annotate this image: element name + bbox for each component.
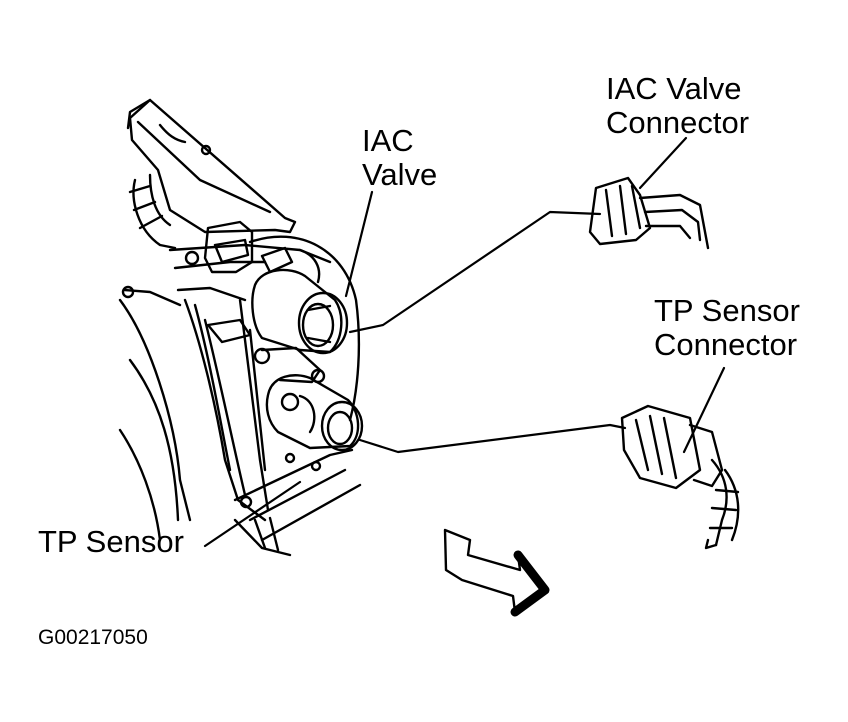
tp-sensor-connector-part bbox=[620, 404, 740, 550]
direction-arrow bbox=[443, 528, 550, 617]
iac-valve-connector-label: IAC Valve Connector bbox=[606, 72, 749, 140]
tp-sensor-connector-label: TP Sensor Connector bbox=[654, 294, 800, 362]
tp-sensor-label: TP Sensor bbox=[38, 524, 184, 559]
tp-sensor-connector-label-line2: Connector bbox=[654, 327, 798, 362]
tp-sensor-connector-label-line1: TP Sensor bbox=[654, 293, 800, 328]
tp-sensor-part bbox=[265, 374, 364, 452]
iac-valve-label-line2: Valve bbox=[362, 157, 438, 192]
iac-valve-connector-part bbox=[588, 176, 710, 250]
iac-valve-label-line1: IAC bbox=[362, 123, 414, 158]
iac-valve-label: IAC Valve bbox=[362, 124, 437, 192]
iac-valve-connector-label-line1: IAC Valve bbox=[606, 71, 742, 106]
iac-valve-part bbox=[206, 268, 349, 384]
figure-id: G00217050 bbox=[38, 626, 148, 649]
iac-valve-connector-label-line2: Connector bbox=[606, 105, 750, 140]
throttle-body-housing bbox=[118, 98, 362, 557]
leader-lines bbox=[203, 136, 726, 548]
